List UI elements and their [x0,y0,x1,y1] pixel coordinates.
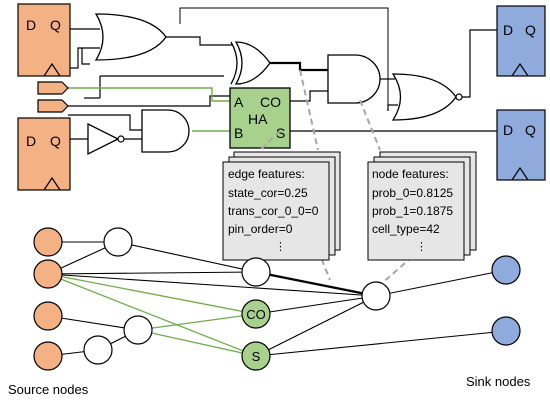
gate-node [123,315,153,345]
gate-node [103,227,133,257]
dff-d-label: D [26,133,36,149]
edge-features-ellipsis: ⋮ [275,241,286,253]
sink-nodes [491,255,521,346]
half-adder-block: A CO HA B S [229,87,291,149]
dff-d-label: D [503,122,513,138]
edge-feature-line: pin_order=0 [228,222,293,236]
dff-q-label: Q [50,133,61,149]
dff-q-label: Q [525,122,536,138]
source-node [33,301,63,331]
graph-edges [47,241,507,357]
dff-d-label: D [26,17,36,33]
edge-features-title: edge features: [228,167,305,181]
s-node [241,341,271,371]
gate-nodes [83,227,391,365]
half-adder-output-co: CO [260,94,281,110]
source-node [33,259,63,289]
gate-node [241,257,271,287]
circuit-wires [66,7,497,140]
xor-gate [230,41,271,85]
dff-q-label: Q [525,22,536,38]
source-nodes [33,227,63,371]
or-gate [94,13,167,61]
half-adder-input-a: A [234,94,244,110]
node-features-title: node features: [372,167,449,181]
sink-node [491,255,521,285]
half-adder-input-b: B [234,125,243,141]
input-pin-1 [37,81,69,95]
sink-flipflop-bottom: D Q [496,109,546,181]
node-feature-line: prob_0=0.8125 [372,186,453,200]
edge-feature-line: state_cor=0.25 [228,186,308,200]
circuit-green-wires [66,87,232,132]
graph-green-edges [47,273,257,357]
half-adder-name: HA [248,111,268,127]
half-adder-nodes: CO S [241,299,271,371]
node-feature-line: cell_type=42 [372,222,440,236]
source-nodes-label: Source nodes [8,382,89,397]
gate-node [361,281,391,311]
dff-q-label: Q [50,17,61,33]
node-features-ellipsis: ⋮ [416,241,427,253]
input-pin-2 [37,99,69,113]
inverter-gate [87,122,125,156]
edge-feature-line: trans_cor_0_0=0 [228,204,319,218]
source-node [33,227,63,257]
half-adder-output-s: S [276,125,285,141]
source-flipflop-bottom: D Q [17,117,71,191]
node-features-box: node features: prob_0=0.8125 prob_1=0.18… [367,151,477,261]
source-flipflop-top: D Q [17,3,71,77]
source-node [33,341,63,371]
node-feature-line: prob_1=0.1875 [372,204,453,218]
and-gate-left [141,109,190,153]
s-node-label: S [252,349,261,364]
sink-flipflop-top: D Q [496,5,546,77]
sink-node [491,316,521,346]
gate-node [83,335,113,365]
nor-gate [391,73,463,121]
edge-features-box: edge features: state_cor=0.25 trans_cor_… [222,151,341,261]
co-node-label: CO [246,307,266,322]
dff-d-label: D [503,22,513,38]
and-gate-right [327,54,381,104]
co-node [241,299,271,329]
sink-nodes-label: Sink nodes [466,374,531,389]
